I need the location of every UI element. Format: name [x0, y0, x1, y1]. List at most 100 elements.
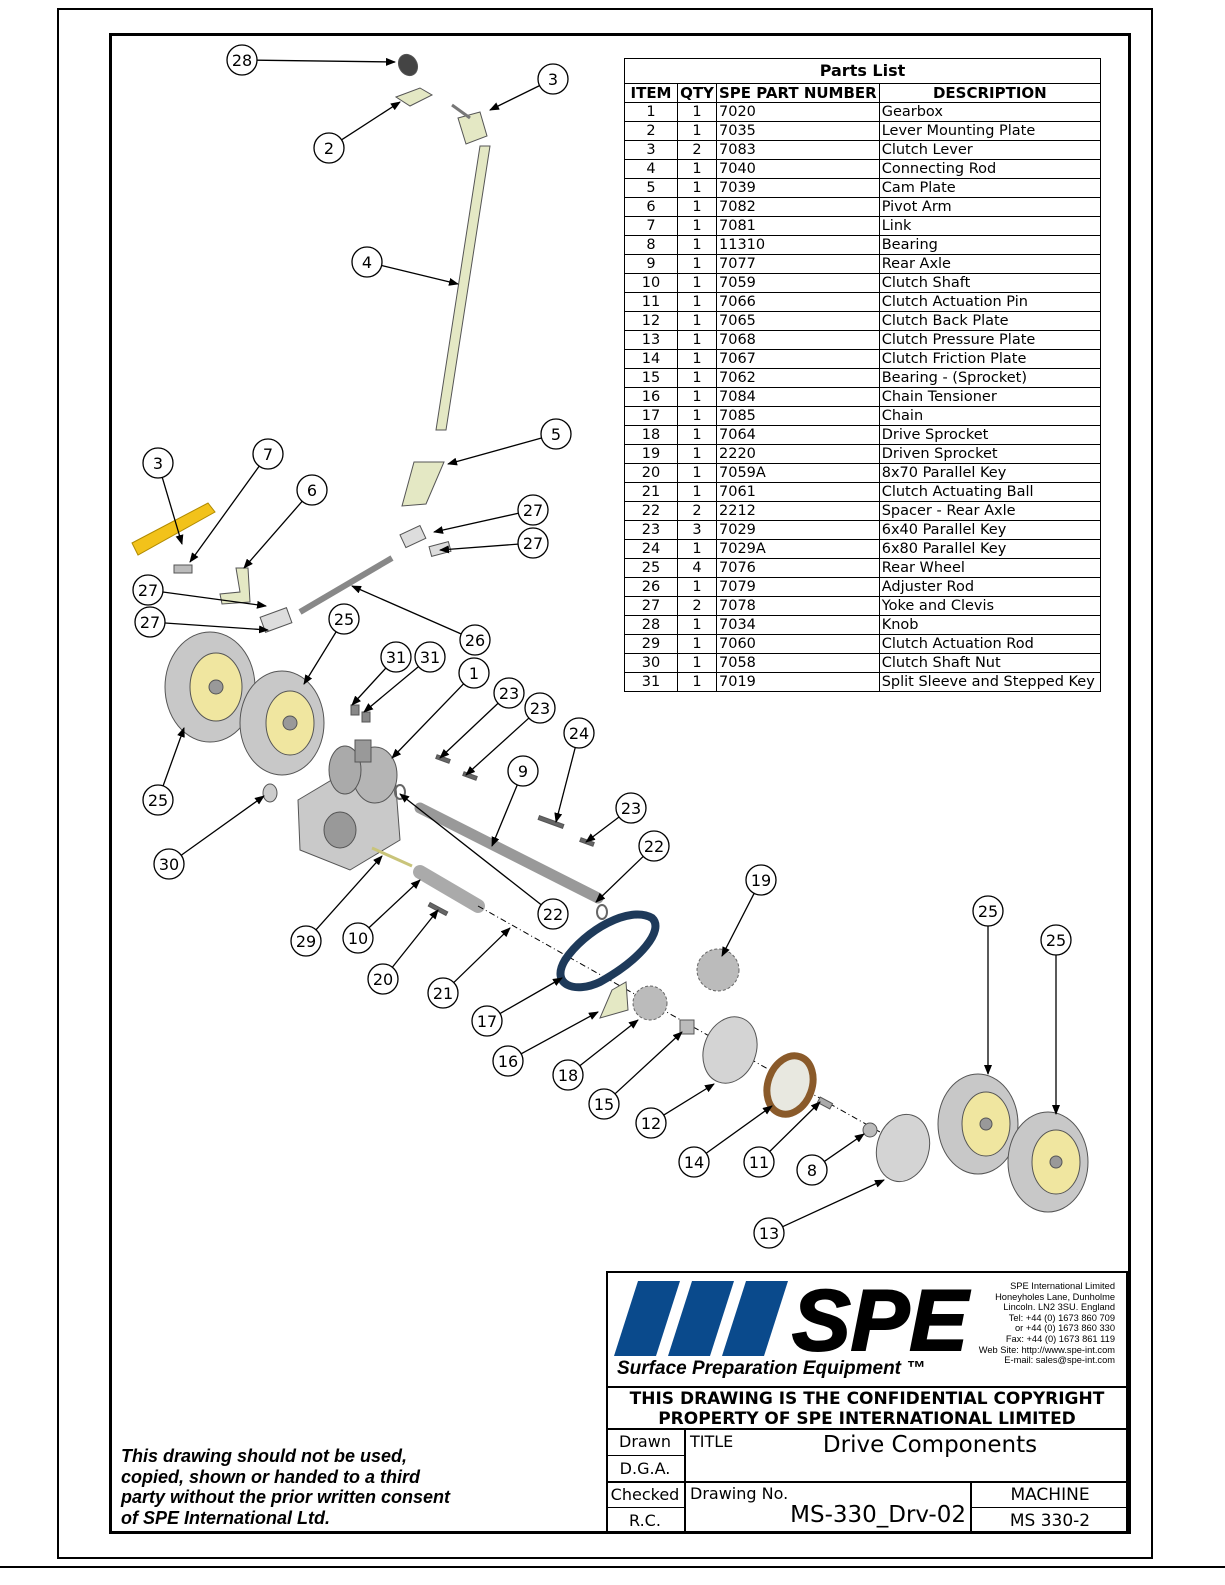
cell-part-number: 7019: [716, 672, 880, 692]
item-balloon: 19: [745, 864, 777, 896]
balloon-number: 28: [232, 51, 252, 70]
item-balloon: 12: [635, 1107, 667, 1139]
item-balloon: 29: [290, 925, 322, 957]
balloon-circle: [635, 1107, 667, 1139]
balloon-number: 23: [621, 799, 641, 818]
part-yoke-and-clevis: [399, 524, 427, 549]
balloon-number: 19: [751, 871, 771, 890]
part-bearing: [862, 1122, 878, 1138]
cell-quantity: 1: [677, 368, 717, 388]
address-line: Web Site: http://www.spe-int.com: [978, 1344, 1115, 1355]
cell-part-number: 7066: [716, 292, 880, 312]
cell-part-number: 7059A: [716, 463, 880, 483]
balloon-leader: [554, 747, 576, 823]
balloon-circle: [142, 447, 174, 479]
cell-description: Clutch Friction Plate: [878, 349, 1102, 369]
cell-description: Clutch Pressure Plate: [878, 330, 1102, 350]
balloon-leader: [491, 784, 518, 847]
balloon-number: 10: [348, 929, 368, 948]
part-clutch-friction-plate: [763, 1052, 817, 1118]
cell-item-number: 18: [624, 425, 678, 445]
balloon-leader: [180, 795, 265, 856]
item-balloon: 23: [524, 692, 556, 724]
cell-quantity: 1: [677, 463, 717, 483]
balloon-circle: [459, 624, 491, 656]
drawing-number: MS-330_Drv-02: [790, 1502, 966, 1528]
checked-value: R.C.: [629, 1511, 661, 1530]
cell-part-number: 7058: [716, 653, 880, 673]
balloon-circle: [678, 1146, 710, 1178]
balloon-leader: [705, 1105, 773, 1154]
part-driven-sprocket: [696, 948, 740, 992]
address-line: or +44 (0) 1673 860 330: [1014, 1323, 1115, 1334]
item-balloon: 15: [588, 1088, 620, 1120]
balloon-circle: [524, 692, 556, 724]
cell-quantity: 1: [677, 254, 717, 274]
cell-description: 6x40 Parallel Key: [878, 520, 1102, 540]
balloon-number: 25: [334, 610, 354, 629]
cell-part-number: 7029: [716, 520, 880, 540]
cell-quantity: 1: [677, 178, 717, 198]
balloon-number: 21: [433, 984, 453, 1003]
cell-part-number: 7078: [716, 596, 880, 616]
usage-notice: This drawing should not be used, copied,…: [121, 1446, 451, 1528]
balloon-circle: [328, 603, 360, 635]
item-balloon: 25: [1040, 924, 1072, 956]
balloon-circle: [492, 1045, 524, 1077]
cell-description: Gearbox: [878, 102, 1102, 122]
item-balloon: 18: [552, 1059, 584, 1091]
address-line: Tel: +44 (0) 1673 860 709: [1008, 1312, 1115, 1323]
cell-part-number: 7081: [716, 216, 880, 236]
balloon-leader: [162, 591, 267, 609]
part-clutch-actuation-pin: [816, 1096, 834, 1110]
cell-item-number: 28: [624, 615, 678, 635]
part-clutch-back-plate: [702, 1016, 758, 1084]
balloon-leader: [161, 477, 184, 545]
part-adjuster-rod: [298, 555, 394, 615]
cell-description: Drive Sprocket: [878, 425, 1102, 445]
balloon-number: 13: [759, 1224, 779, 1243]
parts-list-title: Parts List: [624, 58, 1101, 83]
cell-item-number: 13: [624, 330, 678, 350]
cell-item-number: 7: [624, 216, 678, 236]
cell-item-number: 23: [624, 520, 678, 540]
cell-quantity: 1: [677, 406, 717, 426]
spe-logo: SPE: [614, 1272, 972, 1370]
cell-description: Clutch Actuation Rod: [878, 634, 1102, 654]
balloon-circle: [471, 1005, 503, 1037]
balloon-leader: [243, 500, 303, 569]
part-rear-wheel: [937, 1073, 1019, 1175]
balloon-number: 6: [307, 481, 317, 500]
balloon-number: 22: [644, 837, 664, 856]
cell-quantity: 1: [677, 121, 717, 141]
item-balloon: 27: [134, 606, 166, 638]
cell-description: Chain Tensioner: [878, 387, 1102, 407]
header-qty: QTY: [677, 83, 717, 103]
balloon-leader: [823, 1133, 865, 1162]
cell-description: Link: [878, 216, 1102, 236]
balloon-leader: [315, 855, 383, 931]
balloon-circle: [537, 898, 569, 930]
cell-quantity: 1: [677, 197, 717, 217]
cell-part-number: 7083: [716, 140, 880, 160]
cell-part-number: 2212: [716, 501, 880, 521]
header-part-number: SPE PART NUMBER: [716, 83, 880, 103]
cell-description: Spacer - Rear Axle: [878, 501, 1102, 521]
part-rear-wheel: [239, 670, 325, 776]
drawn-label: Drawn: [619, 1432, 671, 1451]
cell-quantity: 1: [677, 216, 717, 236]
bottom-rule: [0, 1566, 1225, 1568]
balloon-leader: [769, 1101, 821, 1152]
spe-logo-text: SPE: [792, 1273, 971, 1369]
